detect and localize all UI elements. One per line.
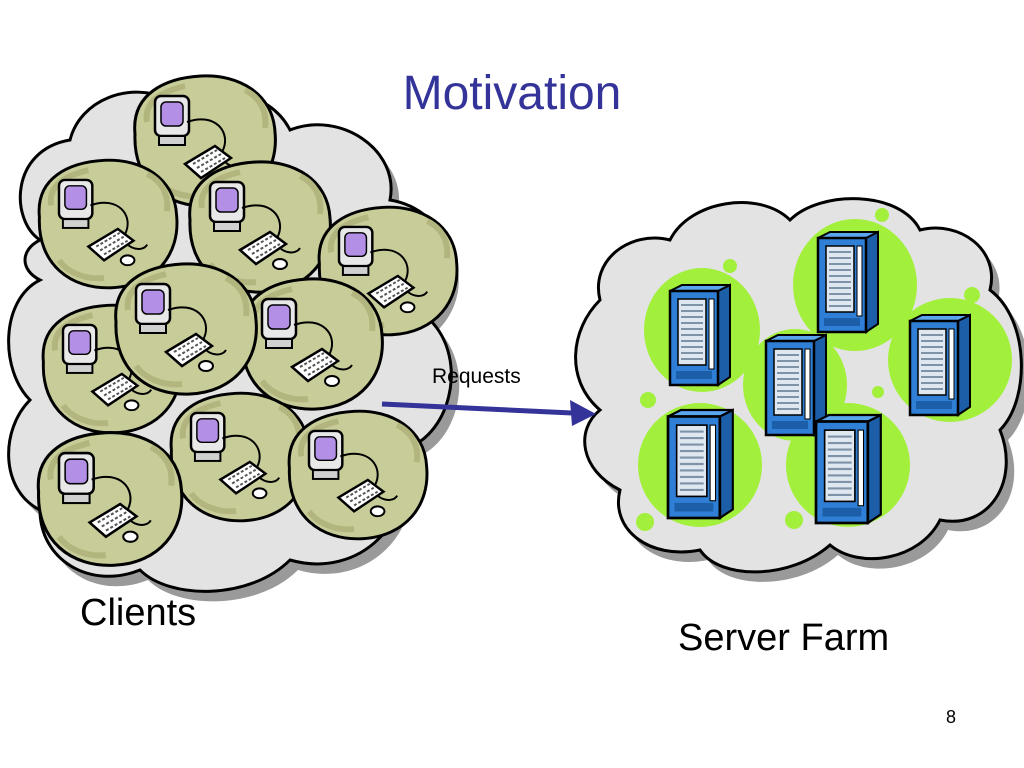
desktop-computer-icon [242,279,383,409]
server-farm-label: Server Farm [678,617,890,659]
server-tower-icon [908,313,972,417]
requests-arrow [381,400,596,426]
slide-title: Motivation [402,67,622,120]
server-tower-icon [668,283,732,387]
desktop-computer-icon [38,433,182,566]
server-tower-icon [666,408,735,520]
clients-label: Clients [80,592,197,634]
server-tower-icon [816,230,880,334]
requests-label: Requests [432,365,521,388]
page-number: 8 [946,707,957,727]
desktop-computer-icon [116,264,257,394]
server-tower-icon [814,413,883,525]
desktop-computer-icon [289,411,427,539]
